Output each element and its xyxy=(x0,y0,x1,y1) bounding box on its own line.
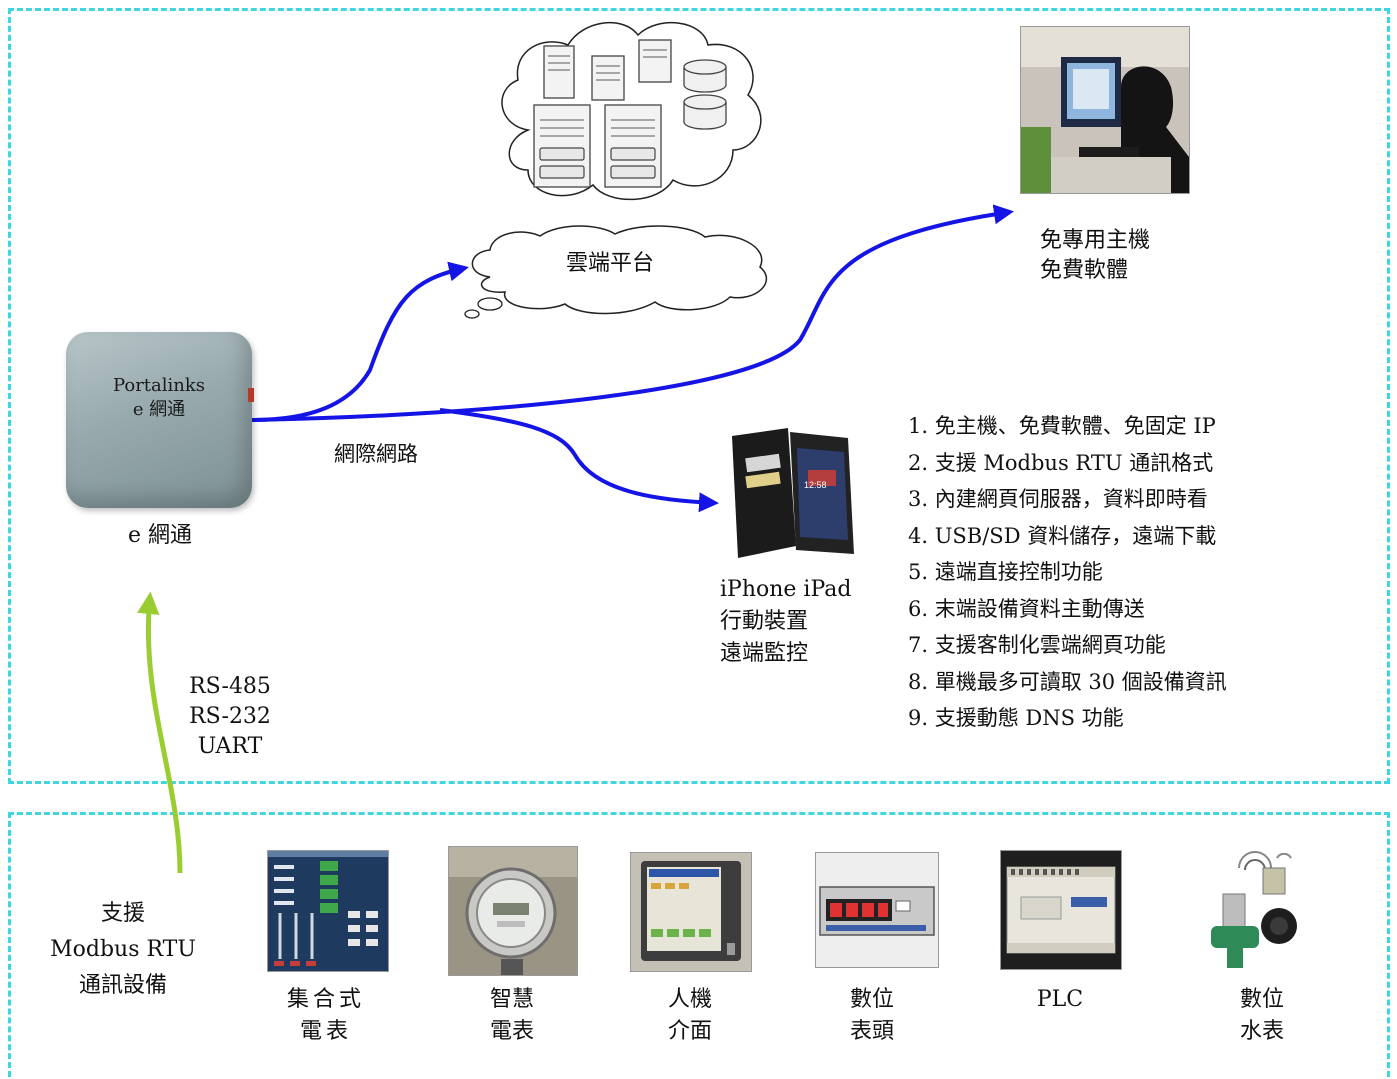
feature-item: 3. 內建網頁伺服器，資料即時看 xyxy=(908,487,1208,511)
plc-icon xyxy=(1000,850,1122,970)
feature-item: 5. 遠端直接控制功能 xyxy=(908,560,1103,584)
device-cable-stub xyxy=(248,388,254,402)
feature-item: 2. 支援 Modbus RTU 通訊格式 xyxy=(908,450,1214,475)
hmi-panel-icon xyxy=(630,852,752,972)
pc-label: 免專用主機 免費軟體 xyxy=(1040,226,1150,286)
mobile-label-line-1: iPhone iPad xyxy=(720,577,852,602)
device-label-smart-meter: 智慧 電表 xyxy=(442,984,582,1048)
interface-rs485: RS-485 xyxy=(189,674,271,699)
network-section-frame xyxy=(8,8,1390,784)
interface-labels: RS-485 RS-232 UART xyxy=(160,672,300,762)
arrow-to-cloud xyxy=(251,261,469,422)
mobile-label: iPhone iPad 行動裝置 遠端監控 xyxy=(720,574,851,670)
mobile-label-line-3: 遠端監控 xyxy=(720,641,809,666)
device-brand: Portalinks e 網通 xyxy=(66,374,252,422)
cloud-platform-icon xyxy=(464,225,768,319)
internet-label: 網際網路 xyxy=(334,442,418,466)
mobile-phone-icon: 12:58 xyxy=(732,428,854,558)
device-label-line: 數位 xyxy=(849,987,894,1012)
device-section-frame xyxy=(8,812,1390,1077)
device-label-line: 集合式 xyxy=(286,987,365,1012)
smart-meter-icon xyxy=(448,846,578,976)
cloud-servers-icon xyxy=(501,21,762,201)
device-label-line: 電表 xyxy=(299,1019,352,1044)
device-label-line: 水表 xyxy=(1239,1019,1284,1044)
water-meter-icon xyxy=(1211,851,1297,968)
device-label-plc: PLC xyxy=(990,984,1130,1016)
device-label-line: 數位 xyxy=(1239,987,1284,1012)
feature-item: 4. USB/SD 資料儲存，遠端下載 xyxy=(908,523,1217,548)
arrow-serial-link xyxy=(137,591,183,874)
device-brand-line-1: Portalinks xyxy=(112,375,206,396)
pc-label-line-2: 免費軟體 xyxy=(1040,258,1129,283)
feature-item: 9. 支援動態 DNS 功能 xyxy=(908,706,1124,730)
svg-text:12:58: 12:58 xyxy=(804,480,827,490)
cloud-platform-label: 雲端平台 xyxy=(566,251,655,276)
mobile-label-line-2: 行動裝置 xyxy=(720,609,809,634)
interface-uart: UART xyxy=(197,734,263,759)
device-label-hmi: 人機 介面 xyxy=(620,984,760,1048)
device-label-meter-panel: 集合式 電表 xyxy=(256,984,396,1048)
pc-label-line-1: 免專用主機 xyxy=(1040,228,1151,253)
device-label-line: 智慧 xyxy=(489,987,534,1012)
pc-user-photo xyxy=(1020,26,1190,194)
support-label: 支援 Modbus RTU 通訊設備 xyxy=(38,896,208,1004)
device-label-line: 介面 xyxy=(667,1019,712,1044)
device-label-digital-display: 數位 表頭 xyxy=(802,984,942,1048)
power-meter-panel-icon xyxy=(267,850,389,972)
feature-list: 1. 免主機、免費軟體、免固定 IP 2. 支援 Modbus RTU 通訊格式… xyxy=(908,408,1227,737)
arrow-to-mobile xyxy=(439,408,719,513)
feature-item: 8. 單機最多可讀取 30 個設備資訊 xyxy=(908,669,1227,694)
feature-item: 7. 支援客制化雲端網頁功能 xyxy=(908,633,1166,657)
device-label-line: 表頭 xyxy=(849,1019,894,1044)
device-label-line: 電表 xyxy=(489,1019,534,1044)
digital-display-icon xyxy=(815,852,939,968)
device-label-water-meter: 數位 水表 xyxy=(1192,984,1332,1048)
feature-item: 1. 免主機、免費軟體、免固定 IP xyxy=(908,414,1216,438)
support-label-line-2: Modbus RTU xyxy=(50,937,196,962)
device-label-line: PLC xyxy=(1036,987,1084,1012)
interface-rs232: RS-232 xyxy=(189,704,271,729)
support-label-line-1: 支援 xyxy=(100,901,145,926)
support-label-line-3: 通訊設備 xyxy=(78,973,167,998)
portalinks-device: Portalinks e 網通 xyxy=(66,332,252,508)
device-caption: e 網通 xyxy=(127,523,192,548)
device-brand-line-2: e 網通 xyxy=(132,399,186,420)
device-label-line: 人機 xyxy=(667,987,712,1012)
feature-item: 6. 末端設備資料主動傳送 xyxy=(908,596,1145,621)
